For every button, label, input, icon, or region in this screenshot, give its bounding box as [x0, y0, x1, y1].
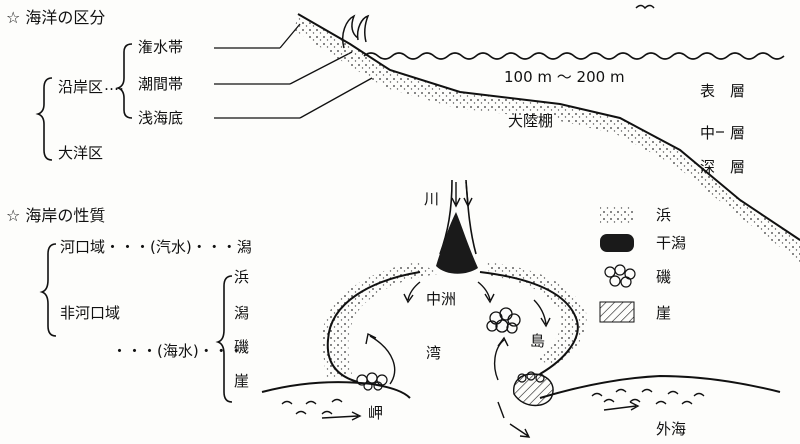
coast-type-beach: 浜	[234, 268, 250, 286]
coast-map	[261, 179, 781, 438]
outer-coast	[539, 374, 781, 399]
sea-surface	[363, 52, 785, 60]
legend-rocky-label: 磯	[656, 268, 672, 286]
beach-left	[322, 262, 440, 380]
rocks-icon	[604, 264, 636, 288]
coast-type-rocky: 磯	[234, 338, 250, 356]
cape-rocks	[356, 372, 388, 391]
island-label: 島	[530, 332, 546, 350]
legend-beach-label: 浜	[656, 206, 672, 224]
cliff-hatch-icon	[599, 301, 635, 323]
sea-swells	[281, 388, 705, 415]
legend-cliff-label: 崖	[656, 304, 672, 322]
deep-layer-label: 深 層	[700, 158, 746, 176]
coast-type-cliff: 崖	[234, 372, 250, 390]
littoral-zone-label: 沿岸区	[58, 78, 104, 96]
legend-icons	[599, 206, 636, 323]
continental-shelf-label: 大陸棚	[508, 112, 554, 130]
river-label: 川	[424, 190, 440, 208]
depth-label: 100 m ～ 200 m	[504, 68, 625, 86]
coast-type-lagoon: 潟	[234, 304, 250, 322]
sand-dots-icon	[600, 206, 634, 224]
ellipsis: ‥‥	[104, 76, 125, 94]
section-heading-coast-types: ☆ 海岸の性質	[6, 206, 106, 225]
shallow-bottom-label: 浅海底	[138, 109, 184, 127]
seabed-line	[297, 13, 800, 241]
middle-layer-label: 中 層	[700, 124, 746, 142]
surface-layer-label: 表 層	[700, 82, 746, 100]
open-sea-label: 外海	[656, 420, 687, 438]
section-heading-ocean-zones: ☆ 海洋の区分	[6, 8, 106, 27]
mudflat-delta	[436, 212, 478, 274]
cliff-rocks	[517, 371, 545, 383]
zone-leader-lines	[214, 23, 373, 119]
mudflat-icon	[600, 234, 634, 252]
bay-label: 湾	[426, 344, 442, 362]
seawater-label: ・・・(海水)・・・	[112, 342, 244, 360]
oceanic-zone-label: 大洋区	[58, 144, 104, 162]
sandbar-label: 中洲	[426, 290, 457, 308]
non-estuary-label: 非河口域	[60, 304, 121, 322]
ocean-profile	[294, 4, 800, 262]
cape-label: 岬	[368, 404, 384, 422]
tidal-zone-label: 潮間帯	[138, 75, 184, 93]
bay-shoreline	[326, 271, 579, 383]
coast-brackets	[39, 243, 233, 403]
beach-right	[486, 262, 587, 366]
cape-coast	[261, 381, 411, 399]
island-rocks	[486, 307, 521, 334]
legend-mudflat-label: 干潟	[656, 234, 687, 252]
spray-zone-label: 潅水帯	[138, 38, 184, 56]
zone-brackets	[35, 43, 133, 161]
flow-arrows	[321, 181, 640, 438]
estuary-line: 河口域・・・(汽水)・・・潟	[60, 238, 252, 256]
bird-icon	[635, 4, 655, 10]
breaking-wave	[342, 14, 370, 49]
